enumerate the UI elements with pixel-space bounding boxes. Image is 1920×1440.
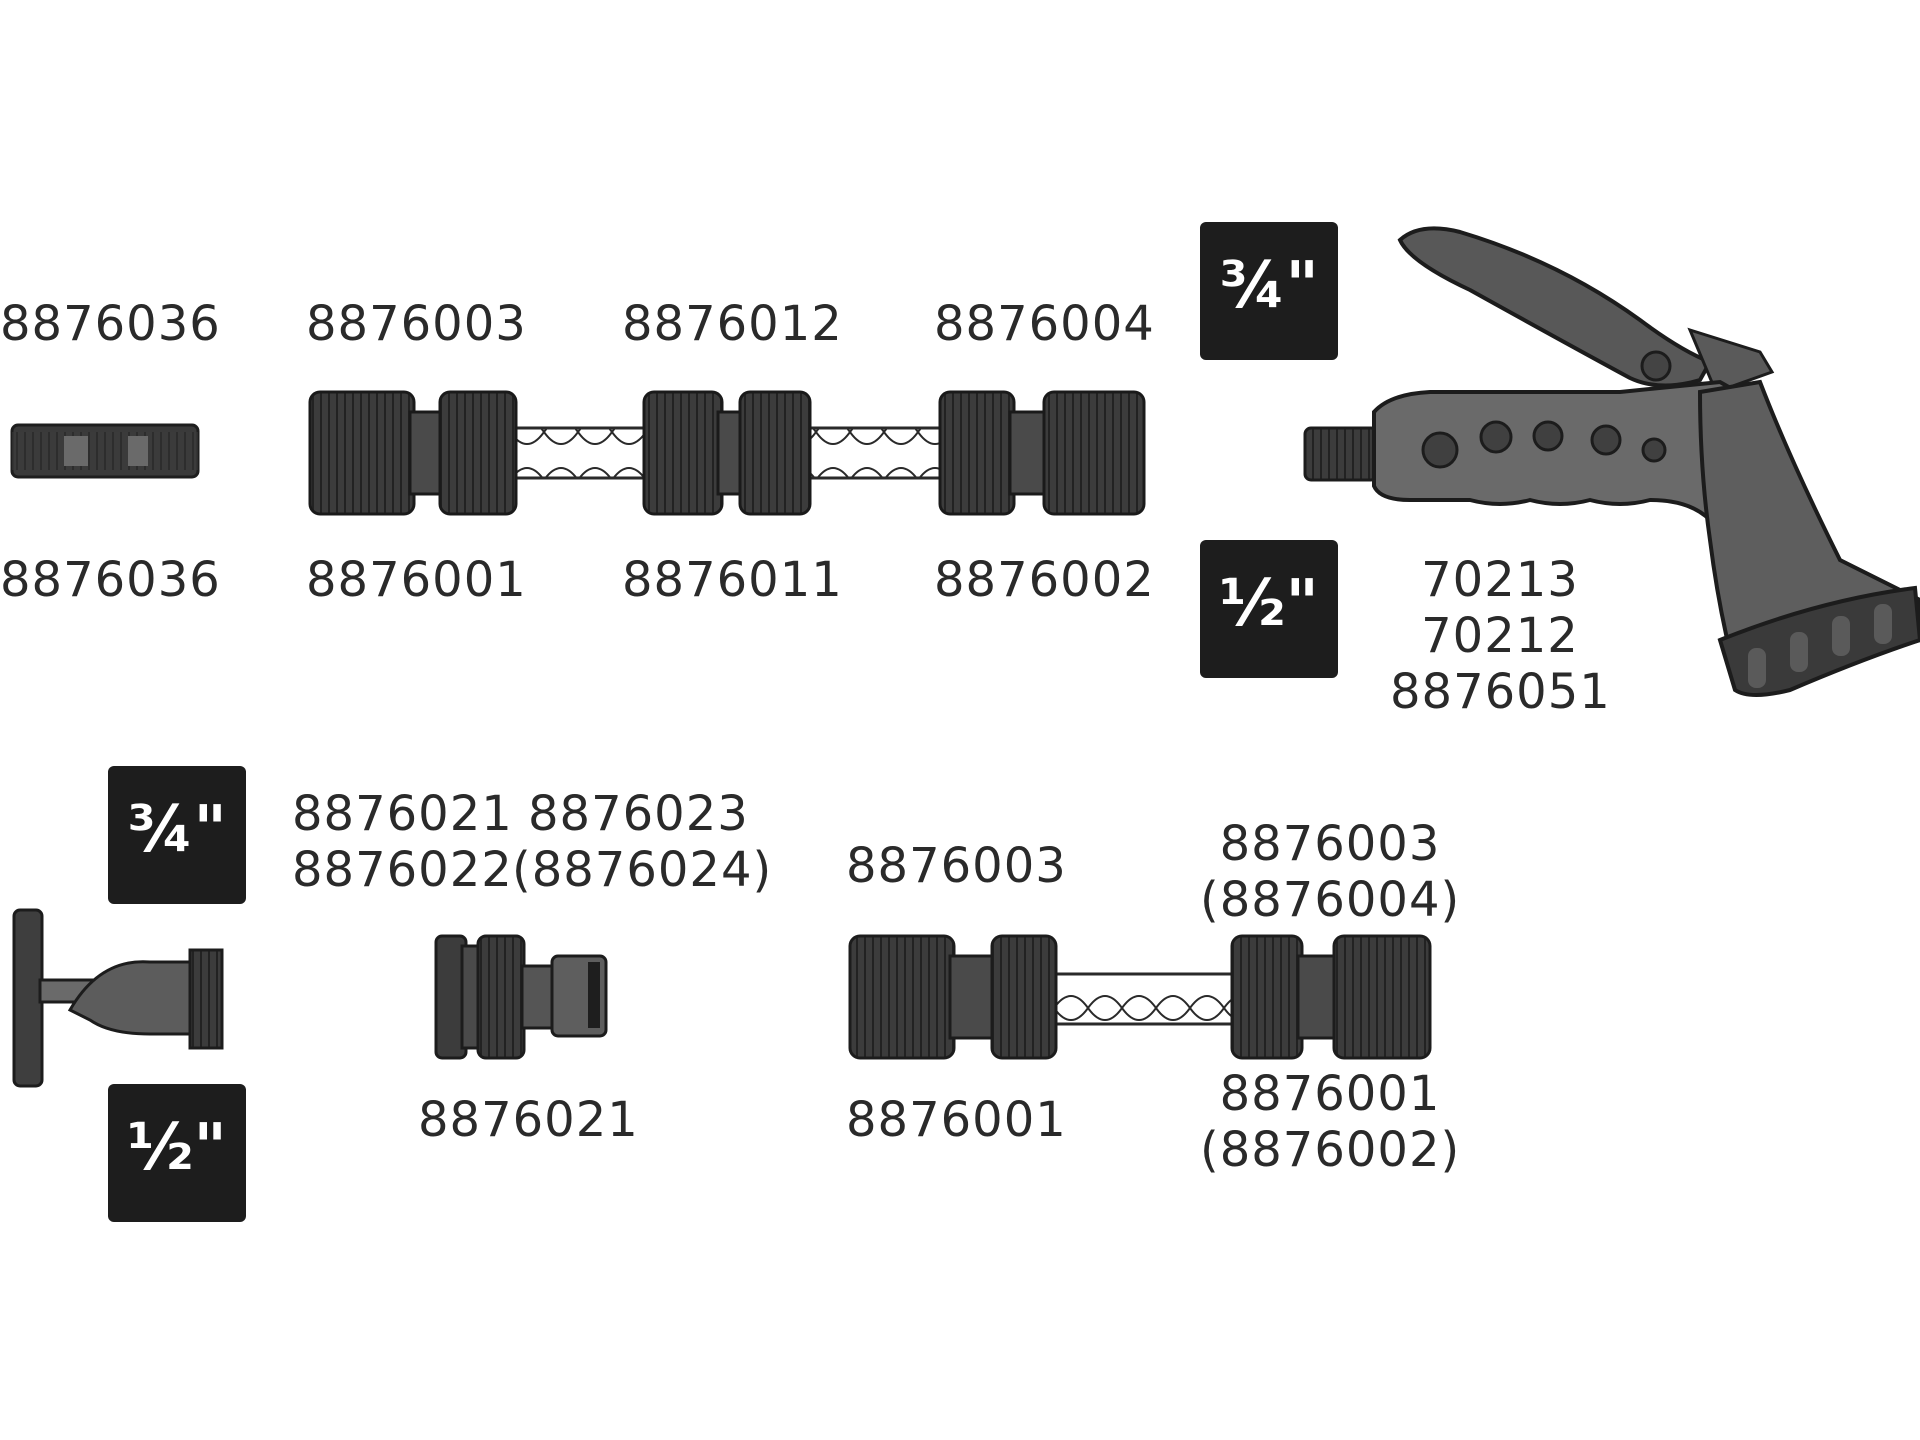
badge-label: ¾" [127,793,227,867]
size-badge-three-quarter: ¾" [108,766,246,904]
part-number-label: 8876004 [934,296,1155,352]
part-number-label: 8876003 [306,296,527,352]
tap-adapter-icon [434,934,608,1060]
part-number-label: 8876023 [528,786,749,842]
part-number-label: 8876036 [0,552,221,608]
hose-assembly-icon [848,934,1432,1060]
part-number-label: 8876003 [1219,816,1441,872]
part-number-label: 70212 [1421,608,1579,664]
badge-label: ½" [1219,567,1319,641]
part-number-label: 8876051 [1390,664,1611,720]
part-number-label: 8876021 [292,786,513,842]
part-number-label: (8876004) [1200,872,1461,928]
part-number-label: 8876001 [846,1092,1067,1148]
part-number-label: 8876022 [292,842,513,898]
part-number-label: (8876002) [1200,1122,1461,1178]
part-number-label: 8876036 [0,296,221,352]
part-number-label: 8876001 [1219,1066,1441,1122]
part-number-label: 70213 [1421,552,1579,608]
spray-gun-icon [1303,226,1920,697]
part-number-label: 8876011 [622,552,843,608]
part-number-label: 8876021 [418,1092,639,1148]
badge-label: ½" [127,1111,227,1185]
part-number-label: 8876001 [306,552,527,608]
badge-label: ¾" [1219,249,1319,323]
part-number-label: 8876012 [622,296,843,352]
part-number-label: (8876024) [512,842,773,898]
size-badge-three-quarter: ¾" [1200,222,1338,360]
connector-icon [10,423,200,479]
size-badge-half: ½" [108,1084,246,1222]
part-number-label: 8876003 [846,838,1067,894]
part-number-label: 8876002 [934,552,1155,608]
tap-icon [12,908,224,1088]
hose-assembly-icon [308,390,1146,516]
size-badge-half: ½" [1200,540,1338,678]
